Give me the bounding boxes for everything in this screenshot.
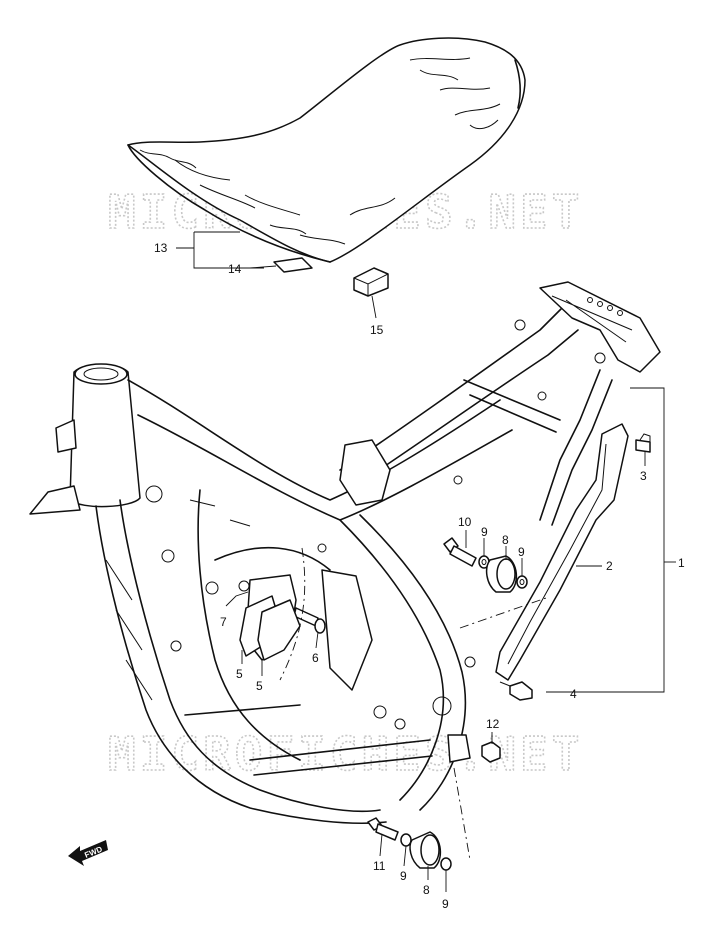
callout-13: 13 <box>154 241 168 255</box>
bolt-part-4 <box>499 681 533 701</box>
washer-part-9-lower-right <box>440 857 452 871</box>
callout-11: 11 <box>373 859 386 873</box>
callout-4: 4 <box>570 687 577 701</box>
watermark-bottom: MICROFICHES.NET <box>108 727 583 781</box>
callout-9-upper-left: 9 <box>481 525 488 539</box>
callout-9-upper-right: 9 <box>518 545 525 559</box>
callout-2: 2 <box>606 559 613 573</box>
callout-7: 7 <box>220 615 227 629</box>
seat-bracket-part-14 <box>273 257 313 273</box>
bushing-part-8-upper <box>485 555 518 593</box>
callout-5-right: 5 <box>256 679 263 693</box>
callout-1: 1 <box>678 556 685 570</box>
forward-arrow-icon: FWD <box>68 840 108 866</box>
callout-8-lower: 8 <box>423 883 430 897</box>
callout-6: 6 <box>312 651 319 665</box>
cushion-part-15 <box>353 267 389 297</box>
callout-12: 12 <box>486 717 500 731</box>
bolt-part-11 <box>367 817 399 841</box>
fwd-label: FWD <box>83 845 103 860</box>
bolt-part-3 <box>635 433 651 453</box>
engine-plate-part-5-right <box>257 599 301 661</box>
washer-part-9-lower-left <box>400 833 412 847</box>
bolt-part-6 <box>293 607 326 634</box>
callout-10: 10 <box>458 515 472 529</box>
callout-9-lower-left: 9 <box>400 869 407 883</box>
leader-lines <box>176 231 676 892</box>
bolt-part-10 <box>443 537 477 567</box>
callout-3: 3 <box>640 469 647 483</box>
side-rail-part-2 <box>495 423 629 681</box>
callout-5-left: 5 <box>236 667 243 681</box>
washer-part-9-upper-right <box>516 575 528 589</box>
callout-8-upper: 8 <box>502 533 509 547</box>
callout-14: 14 <box>228 262 242 276</box>
bushing-part-8-lower <box>409 831 442 869</box>
callout-9-lower-right: 9 <box>442 897 449 911</box>
seat-illustration <box>127 37 526 263</box>
callout-15: 15 <box>370 323 384 337</box>
